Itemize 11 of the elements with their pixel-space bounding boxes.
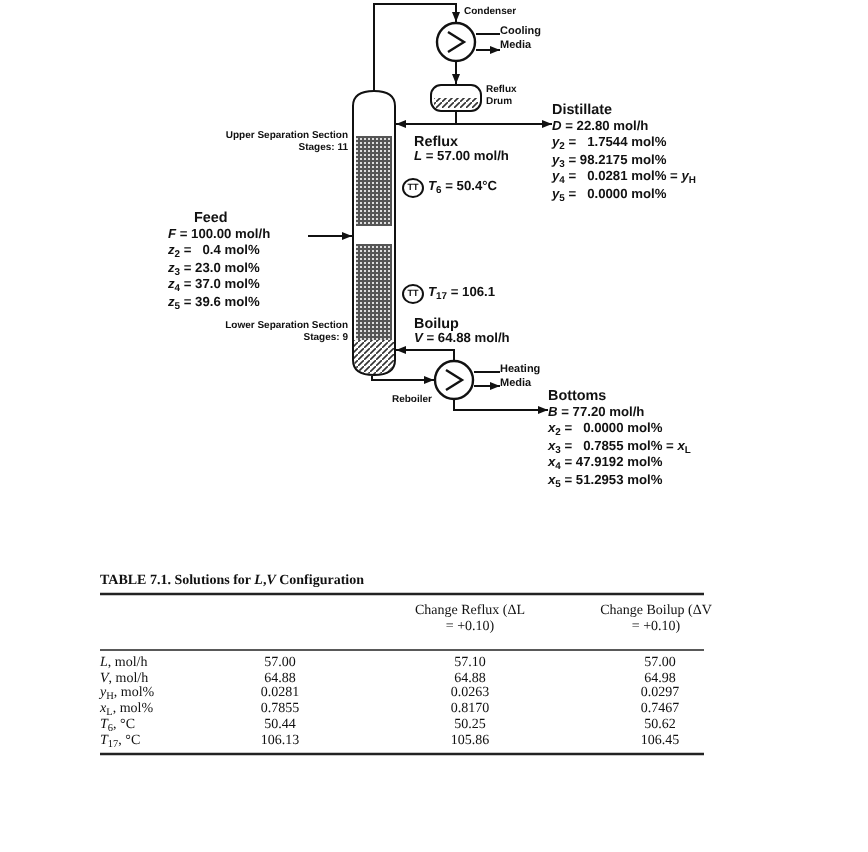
flow-line <box>453 399 549 414</box>
flow-line <box>475 33 501 35</box>
flow-line <box>395 346 455 361</box>
flow-line <box>475 46 501 54</box>
flow-line <box>371 375 435 384</box>
flow-line <box>473 382 501 390</box>
flow-line <box>373 3 460 91</box>
flow-line <box>307 232 353 240</box>
flow-line <box>455 111 553 128</box>
flow-line <box>473 371 501 373</box>
flow-line <box>452 61 460 85</box>
